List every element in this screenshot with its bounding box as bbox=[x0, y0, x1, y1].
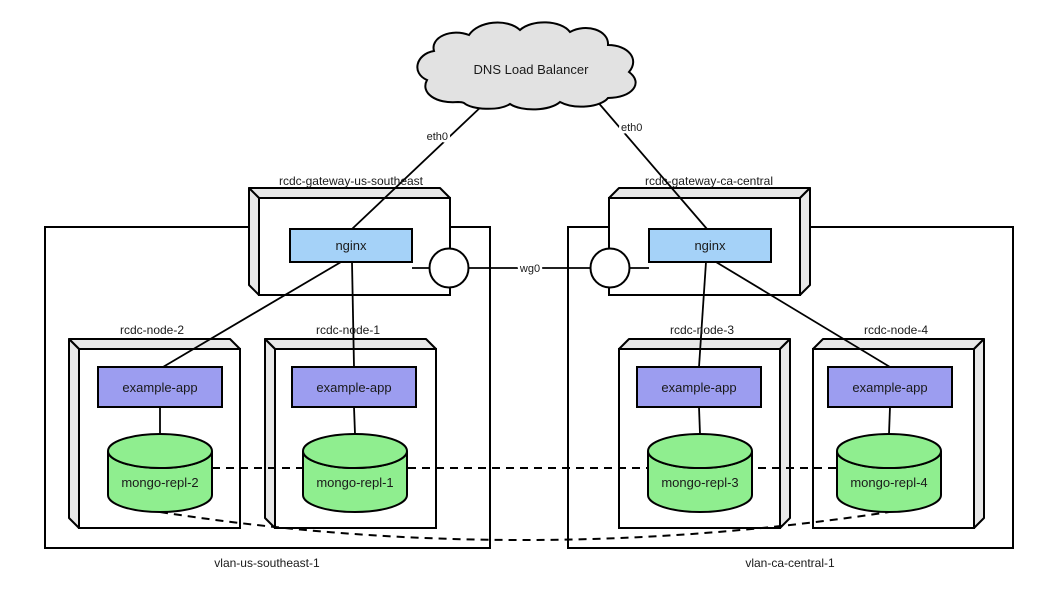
wg0-interface-circle-left bbox=[428, 247, 470, 289]
cylinder-top bbox=[836, 433, 942, 469]
gateway-side-face bbox=[248, 187, 260, 296]
cloud-shape bbox=[416, 21, 637, 111]
db-mongo-repl-3: mongo-repl-3 bbox=[647, 433, 753, 513]
wg0-interface-circle-right bbox=[589, 247, 631, 289]
edge-cloud-to-nginx-left bbox=[351, 103, 485, 230]
node-side-face bbox=[68, 338, 80, 529]
node-side-face bbox=[264, 338, 276, 529]
cylinder-top bbox=[647, 433, 753, 469]
db-label: mongo-repl-2 bbox=[121, 475, 198, 490]
cloud-label: DNS Load Balancer bbox=[474, 62, 590, 77]
edge-nginx-to-node2-app bbox=[162, 261, 342, 368]
node-side-face bbox=[973, 338, 985, 529]
node-top-face bbox=[264, 338, 437, 350]
db-mongo-repl-1: mongo-repl-1 bbox=[302, 433, 408, 513]
db-label: mongo-repl-4 bbox=[850, 475, 927, 490]
app-label: example-app bbox=[122, 380, 197, 395]
app-label: example-app bbox=[661, 380, 736, 395]
db-label: mongo-repl-3 bbox=[661, 475, 738, 490]
app-label: example-app bbox=[852, 380, 927, 395]
node-label-rcdc-node-1: rcdc-node-1 bbox=[316, 323, 380, 337]
edge-mongo-replication-curve bbox=[159, 511, 890, 541]
edge-app-to-db-node1 bbox=[353, 406, 356, 435]
eth0-label-right: eth0 bbox=[621, 122, 642, 134]
gateway-label-ca-central: rcdc-gateway-ca-central bbox=[645, 174, 773, 188]
node-top-face bbox=[68, 338, 241, 350]
edge-nginx-to-node3-app bbox=[698, 261, 707, 368]
eth0-label-left: eth0 bbox=[427, 131, 448, 143]
node-top-face bbox=[618, 338, 791, 350]
gateway-rcdc-gateway-ca-central: nginx bbox=[608, 187, 811, 296]
node-side-face bbox=[779, 338, 791, 529]
app-box bbox=[291, 366, 417, 408]
nginx-label: nginx bbox=[335, 238, 367, 253]
node-label-rcdc-node-2: rcdc-node-2 bbox=[120, 323, 184, 337]
gateway-top-face bbox=[248, 187, 451, 199]
node-top-face bbox=[812, 338, 985, 350]
db-mongo-repl-2: mongo-repl-2 bbox=[107, 433, 213, 513]
edge-app-to-db-node4 bbox=[888, 406, 891, 435]
gateway-side-face bbox=[799, 187, 811, 296]
edge-cloud-to-nginx-right bbox=[595, 99, 708, 230]
node-label-rcdc-node-3: rcdc-node-3 bbox=[670, 323, 734, 337]
vlan-label-ca-central: vlan-ca-central-1 bbox=[745, 556, 835, 570]
nginx-box bbox=[648, 228, 772, 263]
gateway-top-face bbox=[608, 187, 811, 199]
app-label: example-app bbox=[316, 380, 391, 395]
gateway-rcdc-gateway-us-southeast: nginx bbox=[248, 187, 451, 296]
db-mongo-repl-4: mongo-repl-4 bbox=[836, 433, 942, 513]
nginx-label: nginx bbox=[694, 238, 726, 253]
node-label-rcdc-node-4: rcdc-node-4 bbox=[864, 323, 928, 337]
dns-load-balancer-cloud: DNS Load Balancer bbox=[416, 21, 637, 111]
cylinder-top bbox=[302, 433, 408, 469]
edge-nginx-to-node1-app bbox=[351, 261, 355, 368]
wg0-label: wg0 bbox=[519, 263, 540, 275]
vlan-label-us-southeast: vlan-us-southeast-1 bbox=[214, 556, 320, 570]
db-label: mongo-repl-1 bbox=[316, 475, 393, 490]
edge-nginx-to-node4-app bbox=[715, 261, 891, 368]
edge-app-to-db-node3 bbox=[698, 406, 701, 435]
nginx-box bbox=[289, 228, 413, 263]
cylinder-top bbox=[107, 433, 213, 469]
gateway-label-us-southeast: rcdc-gateway-us-southeast bbox=[279, 174, 424, 188]
